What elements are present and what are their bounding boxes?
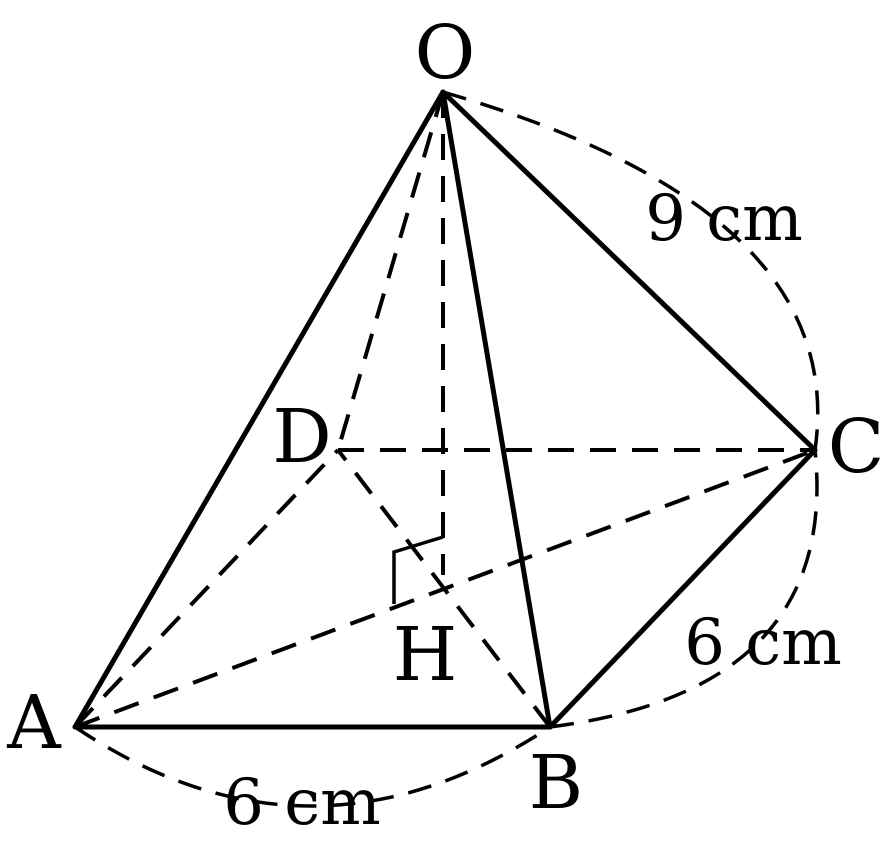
measure-label-ab: 6 cm xyxy=(223,766,381,840)
vertex-label-c: C xyxy=(828,404,885,490)
vertex-label-h: H xyxy=(393,612,458,698)
vertex-label-a: A xyxy=(6,680,62,766)
measure-label-bc: 6 cm xyxy=(684,606,842,680)
vertex-label-b: B xyxy=(529,740,583,826)
edge-od-hidden xyxy=(336,91,445,451)
vertex-label-o: O xyxy=(415,10,476,96)
dimension-arc-bc xyxy=(549,449,819,729)
right-angle-mark xyxy=(392,535,444,604)
diagonal-bd-hidden xyxy=(336,448,552,729)
edge-bc xyxy=(547,447,818,730)
edge-oa xyxy=(72,89,446,730)
edge-ob xyxy=(440,89,553,730)
edge-oc xyxy=(440,89,818,453)
dimension-arc-ab xyxy=(74,725,551,808)
measure-label-oc: 9 cm xyxy=(645,182,803,256)
dimension-arc-oc xyxy=(442,90,820,451)
vertex-label-d: D xyxy=(272,394,331,480)
edge-ad-hidden xyxy=(73,448,340,729)
